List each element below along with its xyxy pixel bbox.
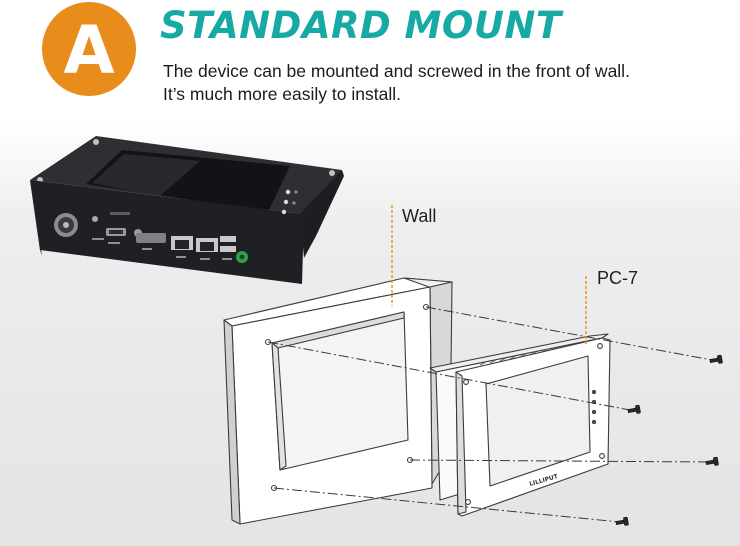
hdmi-port-icon <box>106 228 126 236</box>
usb-port-icon <box>220 236 236 252</box>
ethernet-port-icon <box>171 236 218 252</box>
device-photo <box>30 136 344 284</box>
device-label: PC-7 <box>597 268 639 288</box>
device-drawing <box>429 333 611 517</box>
section-badge: A <box>42 2 136 96</box>
wall-panel <box>223 277 453 525</box>
power-port-icon <box>54 213 78 237</box>
wall-label: Wall <box>402 206 437 226</box>
description-line-2: It’s much more easily to install. <box>163 84 401 104</box>
screw-icon <box>615 354 723 526</box>
assembly-lines <box>267 306 713 523</box>
description-line-1: The device can be mounted and screwed in… <box>163 61 630 81</box>
audio-jack-icon <box>236 251 248 263</box>
page-title: STANDARD MOUNT <box>160 4 562 47</box>
description: The device can be mounted and screwed in… <box>163 60 723 106</box>
label-leaders <box>391 205 587 346</box>
badge-letter: A <box>63 12 115 89</box>
